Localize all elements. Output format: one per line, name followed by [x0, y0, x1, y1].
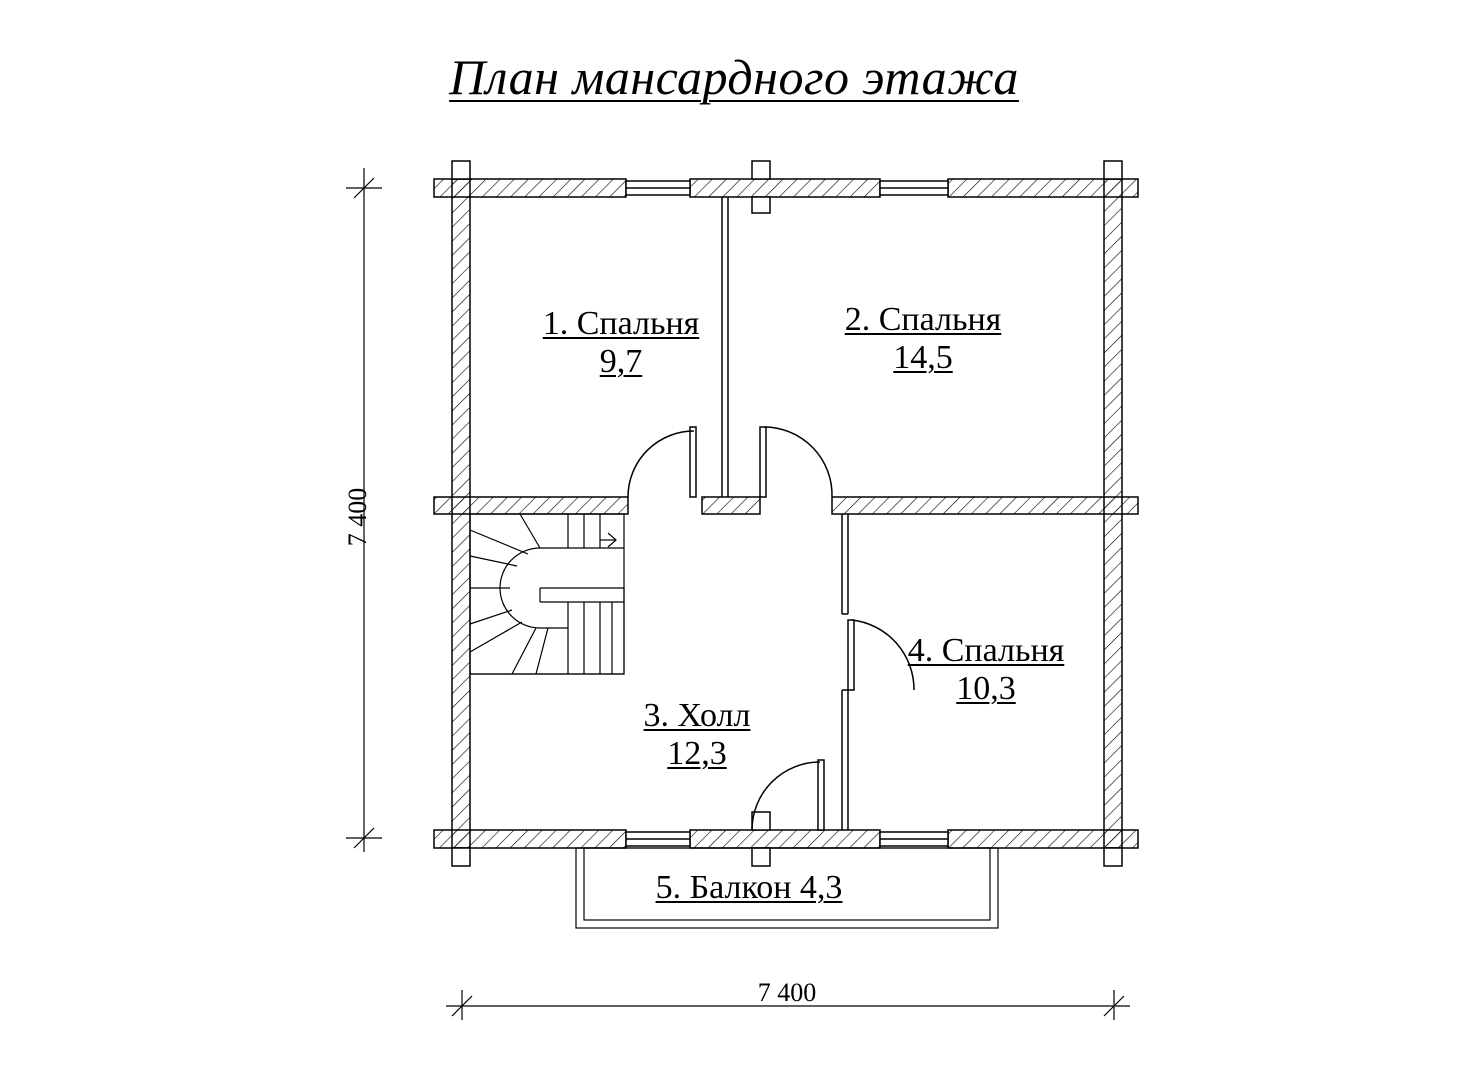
room-label-bedroom-4: 4. Спальня 10,3 — [908, 632, 1065, 708]
room-name: 5. Балкон 4,3 — [655, 869, 843, 906]
room-name: 2. Спальня — [844, 301, 1002, 338]
windows — [625, 180, 949, 847]
outer-walls — [433, 178, 1139, 849]
balcony — [575, 847, 999, 929]
plan-title: План мансардного этажа — [449, 49, 1019, 105]
wall-top-middle — [689, 178, 881, 198]
door-bedroom-4 — [847, 619, 855, 691]
room-area: 9,7 — [599, 343, 643, 380]
room-name: 3. Холл — [643, 697, 751, 734]
wall-middle-left — [433, 496, 629, 515]
door-bedroom-2 — [759, 426, 767, 498]
wall-bottom-middle — [689, 829, 881, 849]
doors — [627, 426, 915, 831]
room-label-bedroom-1: 1. Спальня 9,7 — [543, 305, 700, 381]
room-label-bedroom-2: 2. Спальня 14,5 — [845, 301, 1002, 377]
room-area: 12,3 — [667, 735, 727, 772]
dimension-lines — [346, 168, 1130, 1020]
door-balcony — [817, 759, 825, 831]
dimension-depth-label: 7 400 — [343, 487, 372, 547]
staircase — [469, 513, 625, 675]
room-name: 1. Спальня — [542, 305, 700, 342]
room-area: 10,3 — [956, 670, 1016, 707]
wall-middle-right — [831, 496, 1139, 515]
dimension-width-label: 7 400 — [757, 978, 817, 1007]
room-area: 14,5 — [893, 339, 953, 376]
room-label-hall: 3. Холл 12,3 — [644, 697, 751, 773]
door-bedroom-1 — [689, 426, 697, 498]
log-ends — [451, 160, 1123, 867]
partitions — [721, 197, 849, 830]
wall-middle-center — [701, 496, 761, 515]
room-name: 4. Спальня — [907, 632, 1065, 669]
room-label-balcony: 5. Балкон 4,3 — [656, 869, 843, 907]
